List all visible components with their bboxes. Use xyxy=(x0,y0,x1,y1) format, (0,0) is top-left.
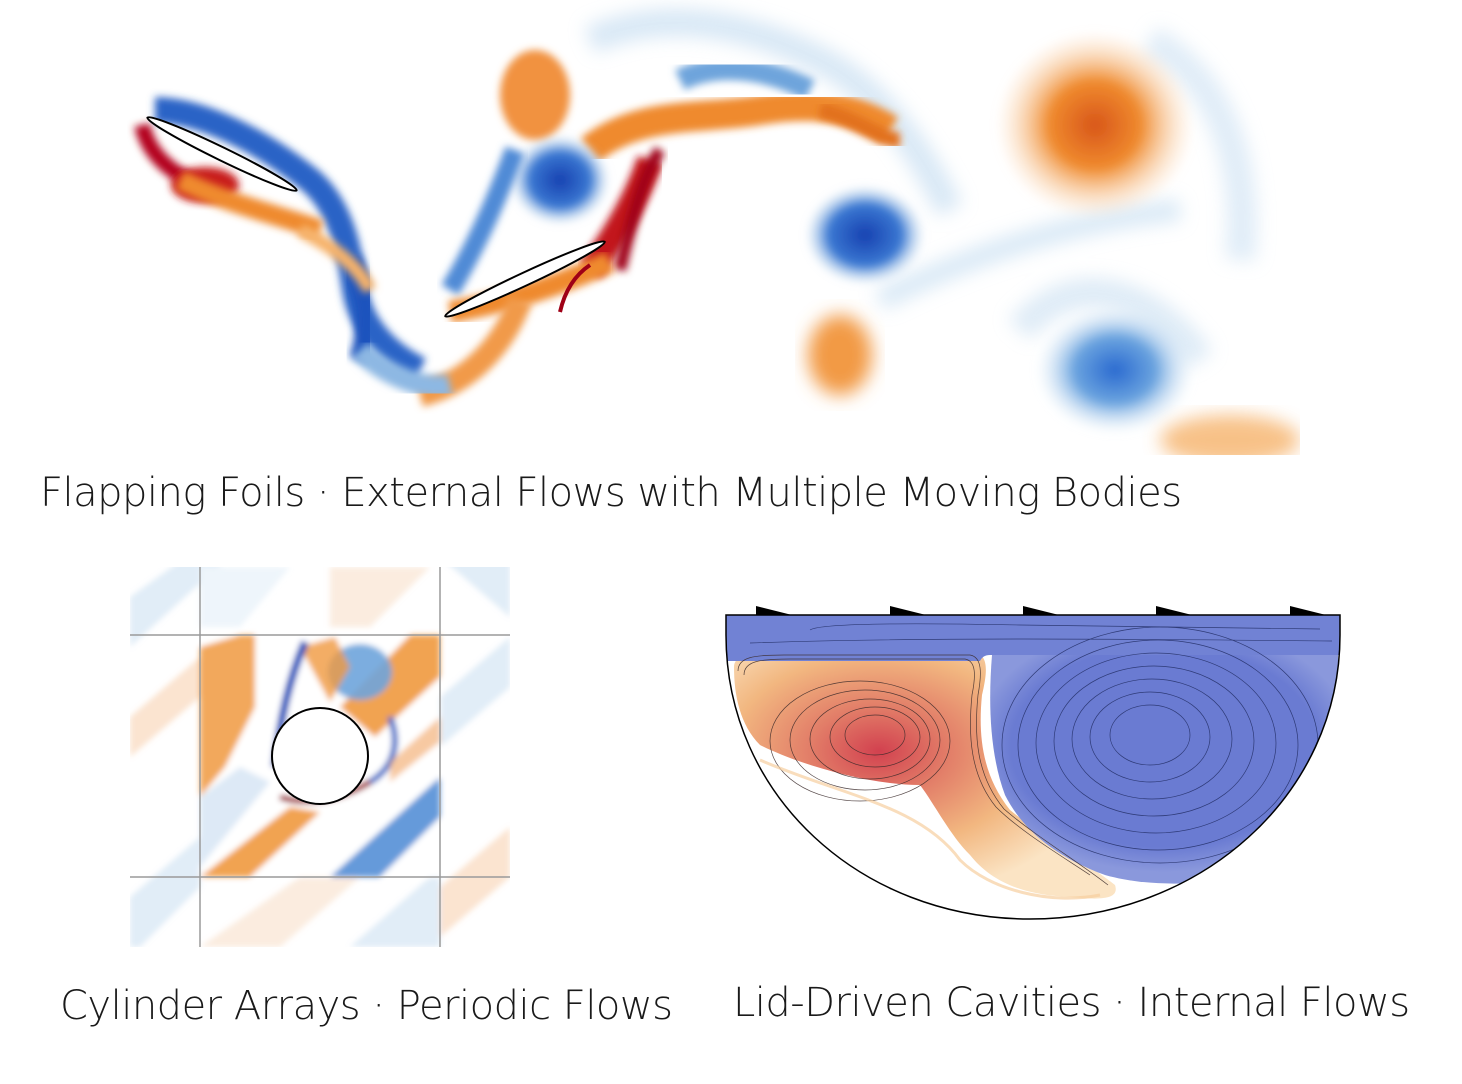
cylinder-array-vorticity-field xyxy=(130,567,510,947)
lid-driven-cavity-streamfunction xyxy=(725,606,1341,920)
periodic-grid xyxy=(130,567,510,947)
foil-1 xyxy=(146,116,298,192)
lid-velocity-arrows xyxy=(756,606,1326,615)
cylinder-array-figure xyxy=(130,567,510,947)
flapping-foils-figure xyxy=(120,0,1300,455)
flapping-foils-vorticity-field xyxy=(134,8,1300,455)
caption-flapping-foils: Flapping Foils · External Flows with Mul… xyxy=(40,470,1182,516)
lid-driven-cavity-figure xyxy=(720,595,1350,925)
caption-lid-driven-cavities: Lid-Driven Cavities · Internal Flows xyxy=(733,980,1410,1026)
foil-2 xyxy=(444,240,606,318)
caption-cylinder-arrays: Cylinder Arrays · Periodic Flows xyxy=(60,983,673,1029)
cavity-boundary xyxy=(725,614,1341,920)
cylinder xyxy=(271,707,369,805)
